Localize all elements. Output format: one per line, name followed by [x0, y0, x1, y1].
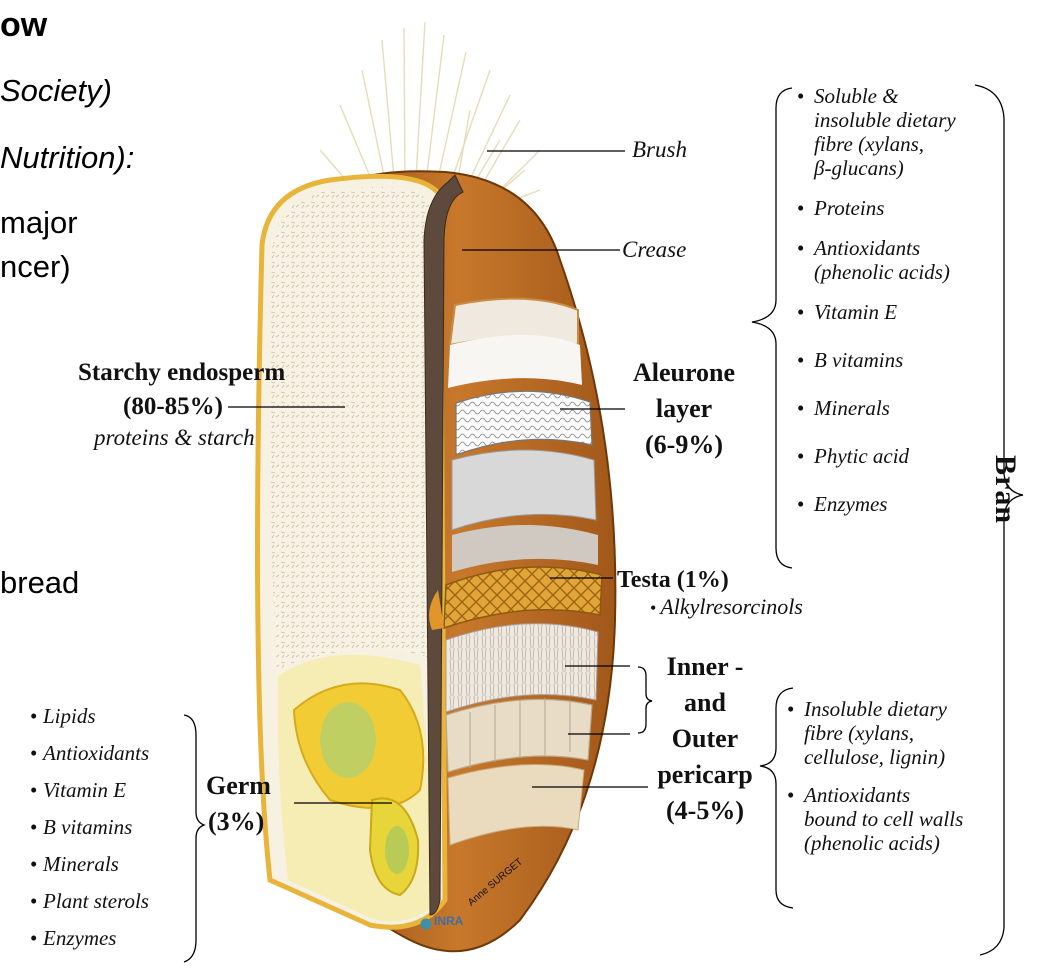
list-item: B vitamins — [794, 348, 956, 372]
germ-embryo — [320, 702, 376, 778]
list-item: Lipids — [30, 704, 149, 728]
list-item-text: B vitamins — [814, 348, 903, 372]
list-item-text: Lipids — [43, 704, 96, 728]
list-item-text: (phenolic acids) — [814, 260, 950, 284]
germ-components-list: Lipids Antioxidants Vitamin E B vitamins… — [30, 704, 149, 950]
testa-label: Testa (1%) — [617, 563, 729, 597]
testa-component-text: Alkylresorcinols — [660, 594, 803, 619]
list-item-text: B vitamins — [43, 815, 132, 839]
list-item: Vitamin E — [30, 778, 149, 802]
aleurone-label-percent: (6-9%) — [623, 428, 745, 462]
pericarp-label-percent: (4-5%) — [640, 794, 770, 828]
germ-label-percent: (3%) — [208, 805, 264, 839]
starchy-endosperm-label: Starchy endosperm — [78, 356, 268, 390]
list-item-text: Insoluble dietary — [804, 697, 947, 721]
list-item-text: Minerals — [43, 852, 119, 876]
germ-label: Germ — [206, 769, 271, 803]
list-item-text: Vitamin E — [814, 300, 897, 324]
list-item-text: fibre (xylans, — [804, 721, 914, 745]
list-item-text: fibre (xylans, — [814, 132, 924, 156]
list-item-text: cellulose, lignin) — [804, 745, 945, 769]
pericarp-label-line1: Inner - — [640, 650, 770, 684]
list-item: Proteins — [794, 196, 956, 220]
list-item-text: bound to cell walls — [804, 807, 963, 831]
pericarp-label-line4: pericarp — [640, 758, 770, 792]
list-item: Phytic acid — [794, 444, 956, 468]
list-item-text: Enzymes — [43, 926, 116, 950]
germ-radicle-core — [385, 826, 409, 874]
list-item: Antioxidants — [30, 741, 149, 765]
list-item: Minerals — [30, 852, 149, 876]
credit-org: INRA — [434, 914, 463, 928]
list-item: Enzymes — [30, 926, 149, 950]
list-item-text: (phenolic acids) — [804, 831, 940, 855]
pericarp-label-line3: Outer — [640, 722, 770, 756]
crease-label: Crease — [622, 238, 686, 262]
list-item-text: Antioxidants — [43, 741, 149, 765]
list-item-text: Soluble & — [814, 84, 899, 108]
list-item: Plant sterols — [30, 889, 149, 913]
inra-logo-icon — [421, 919, 432, 930]
list-item-text: β-glucans) — [814, 156, 904, 180]
list-item-text: Plant sterols — [43, 889, 149, 913]
aleurone-label-line1: Aleurone — [623, 356, 745, 390]
starchy-endosperm-percent: (80-85%) — [78, 390, 268, 424]
list-item-text: Vitamin E — [43, 778, 126, 802]
list-item-text: insoluble dietary — [814, 108, 956, 132]
list-item: Enzymes — [794, 492, 956, 516]
testa-component: • Alkylresorcinols — [650, 594, 803, 620]
starchy-endosperm-region — [270, 187, 436, 670]
list-item-text: Phytic acid — [814, 444, 909, 468]
list-item: Minerals — [794, 396, 956, 420]
list-item-text: Proteins — [814, 196, 884, 220]
bran-label: Bran — [988, 455, 1022, 524]
starchy-endosperm-content: proteins & starch — [94, 425, 255, 451]
list-item-text: Antioxidants — [804, 783, 910, 807]
list-item-text: Minerals — [814, 396, 890, 420]
list-item: Antioxidants(phenolic acids) — [794, 236, 956, 284]
list-item-text: Enzymes — [814, 492, 887, 516]
list-item-text: Antioxidants — [814, 236, 920, 260]
pericarp-label-line2: and — [640, 686, 770, 720]
brush-label: Brush — [632, 138, 687, 162]
list-item: Vitamin E — [794, 300, 956, 324]
list-item: B vitamins — [30, 815, 149, 839]
aleurone-label-line2: layer — [623, 392, 745, 426]
